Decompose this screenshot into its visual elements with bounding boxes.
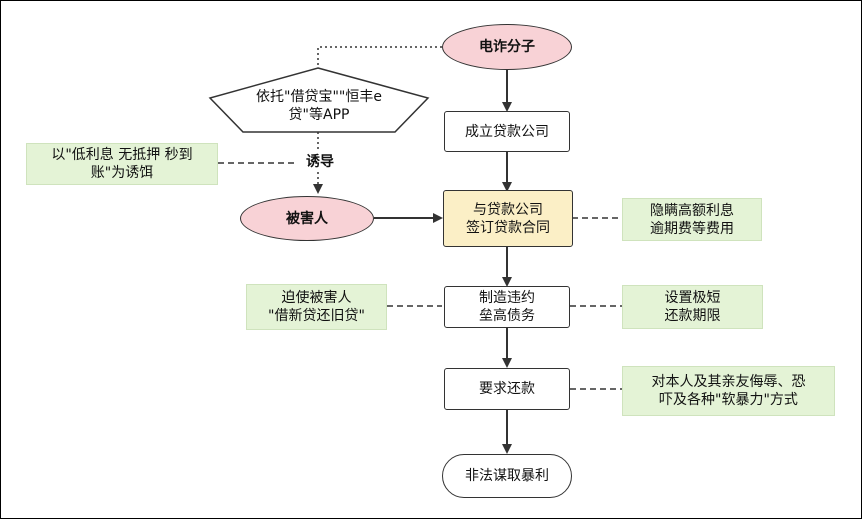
lure-label: 诱导 <box>296 152 344 172</box>
contract-node: 与贷款公司 签订贷款合同 <box>443 190 573 247</box>
short-term-note: 设置极短 还款期限 <box>622 285 763 329</box>
dotted-connector-fraudster-pentagon <box>317 46 442 68</box>
default-node: 制造违约 垒高债务 <box>444 286 570 328</box>
fraudster-node: 电诈分子 <box>442 24 572 70</box>
hidden-fees-note: 隐瞒高额利息 逾期费等费用 <box>622 198 762 241</box>
profit-node: 非法谋取暴利 <box>442 454 572 498</box>
company-node: 成立贷款公司 <box>444 111 570 152</box>
lure-note: 以"低利息 无抵押 秒到 账"为诱饵 <box>26 143 218 185</box>
pentagon-node: 依托"借贷宝""恒丰e 贷"等APP <box>256 89 382 123</box>
pentagon-shape <box>208 67 430 133</box>
forced-note: 迫使被害人 "借新贷还旧贷" <box>246 284 387 330</box>
threats-note: 对本人及其亲友侮辱、恐 吓及各种"软暴力"方式 <box>622 366 835 416</box>
repay-node: 要求还款 <box>444 368 570 410</box>
victim-node: 被害人 <box>240 196 374 241</box>
